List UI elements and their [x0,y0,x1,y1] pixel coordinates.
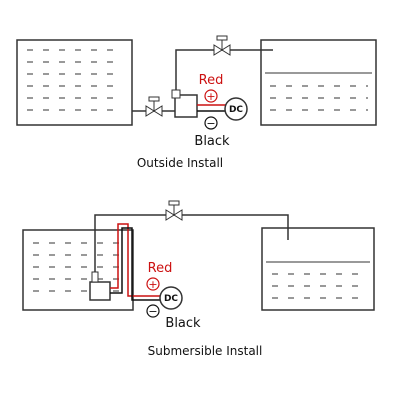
sub-plus-symbol: + [148,278,157,291]
sub-black-wire [110,227,160,301]
sub-pump-outlet [91,271,99,283]
sub-minus-symbol: − [148,305,157,318]
sub-minus-icon [146,304,160,318]
outside-install-diagram: DC + Red − Black Outside Install [16,35,377,170]
sub-red-wire [110,223,160,297]
outside-target-water [270,85,368,111]
outside-outlet-valve-icon [213,35,231,56]
sub-red-label: Red [148,261,173,276]
sub-target-water [272,273,366,299]
sub-outlet-valve-icon [165,200,183,221]
sub-black-label: Black [165,316,201,331]
outside-minus-icon [204,116,218,130]
sub-plus-icon [146,277,160,291]
sub-pump [89,281,111,301]
outside-minus-symbol: − [206,117,215,130]
outside-source-tank [16,39,133,126]
outside-red-label: Red [199,73,224,88]
outside-dc-label: DC [229,105,243,115]
sub-dc-label: DC [164,294,178,304]
submersible-install-diagram: DC + Red − Black Submersible Install [22,200,375,358]
outside-black-label: Black [194,134,230,149]
outside-dc-power-icon [224,97,248,121]
outside-outlet-pipe [175,49,273,90]
sub-target-tank [261,227,375,311]
outside-install-caption: Outside Install [137,156,223,170]
outside-source-water [27,49,122,111]
outside-pump-outlet [171,89,181,99]
outside-plus-symbol: + [206,90,215,103]
outside-pump [174,94,198,118]
outside-plus-icon [204,89,218,103]
submersible-install-caption: Submersible Install [148,344,263,358]
sub-dc-power-icon [159,286,183,310]
outside-target-tank [260,39,377,126]
outside-inlet-valve-icon [145,96,163,117]
sub-source-tank [22,229,134,311]
